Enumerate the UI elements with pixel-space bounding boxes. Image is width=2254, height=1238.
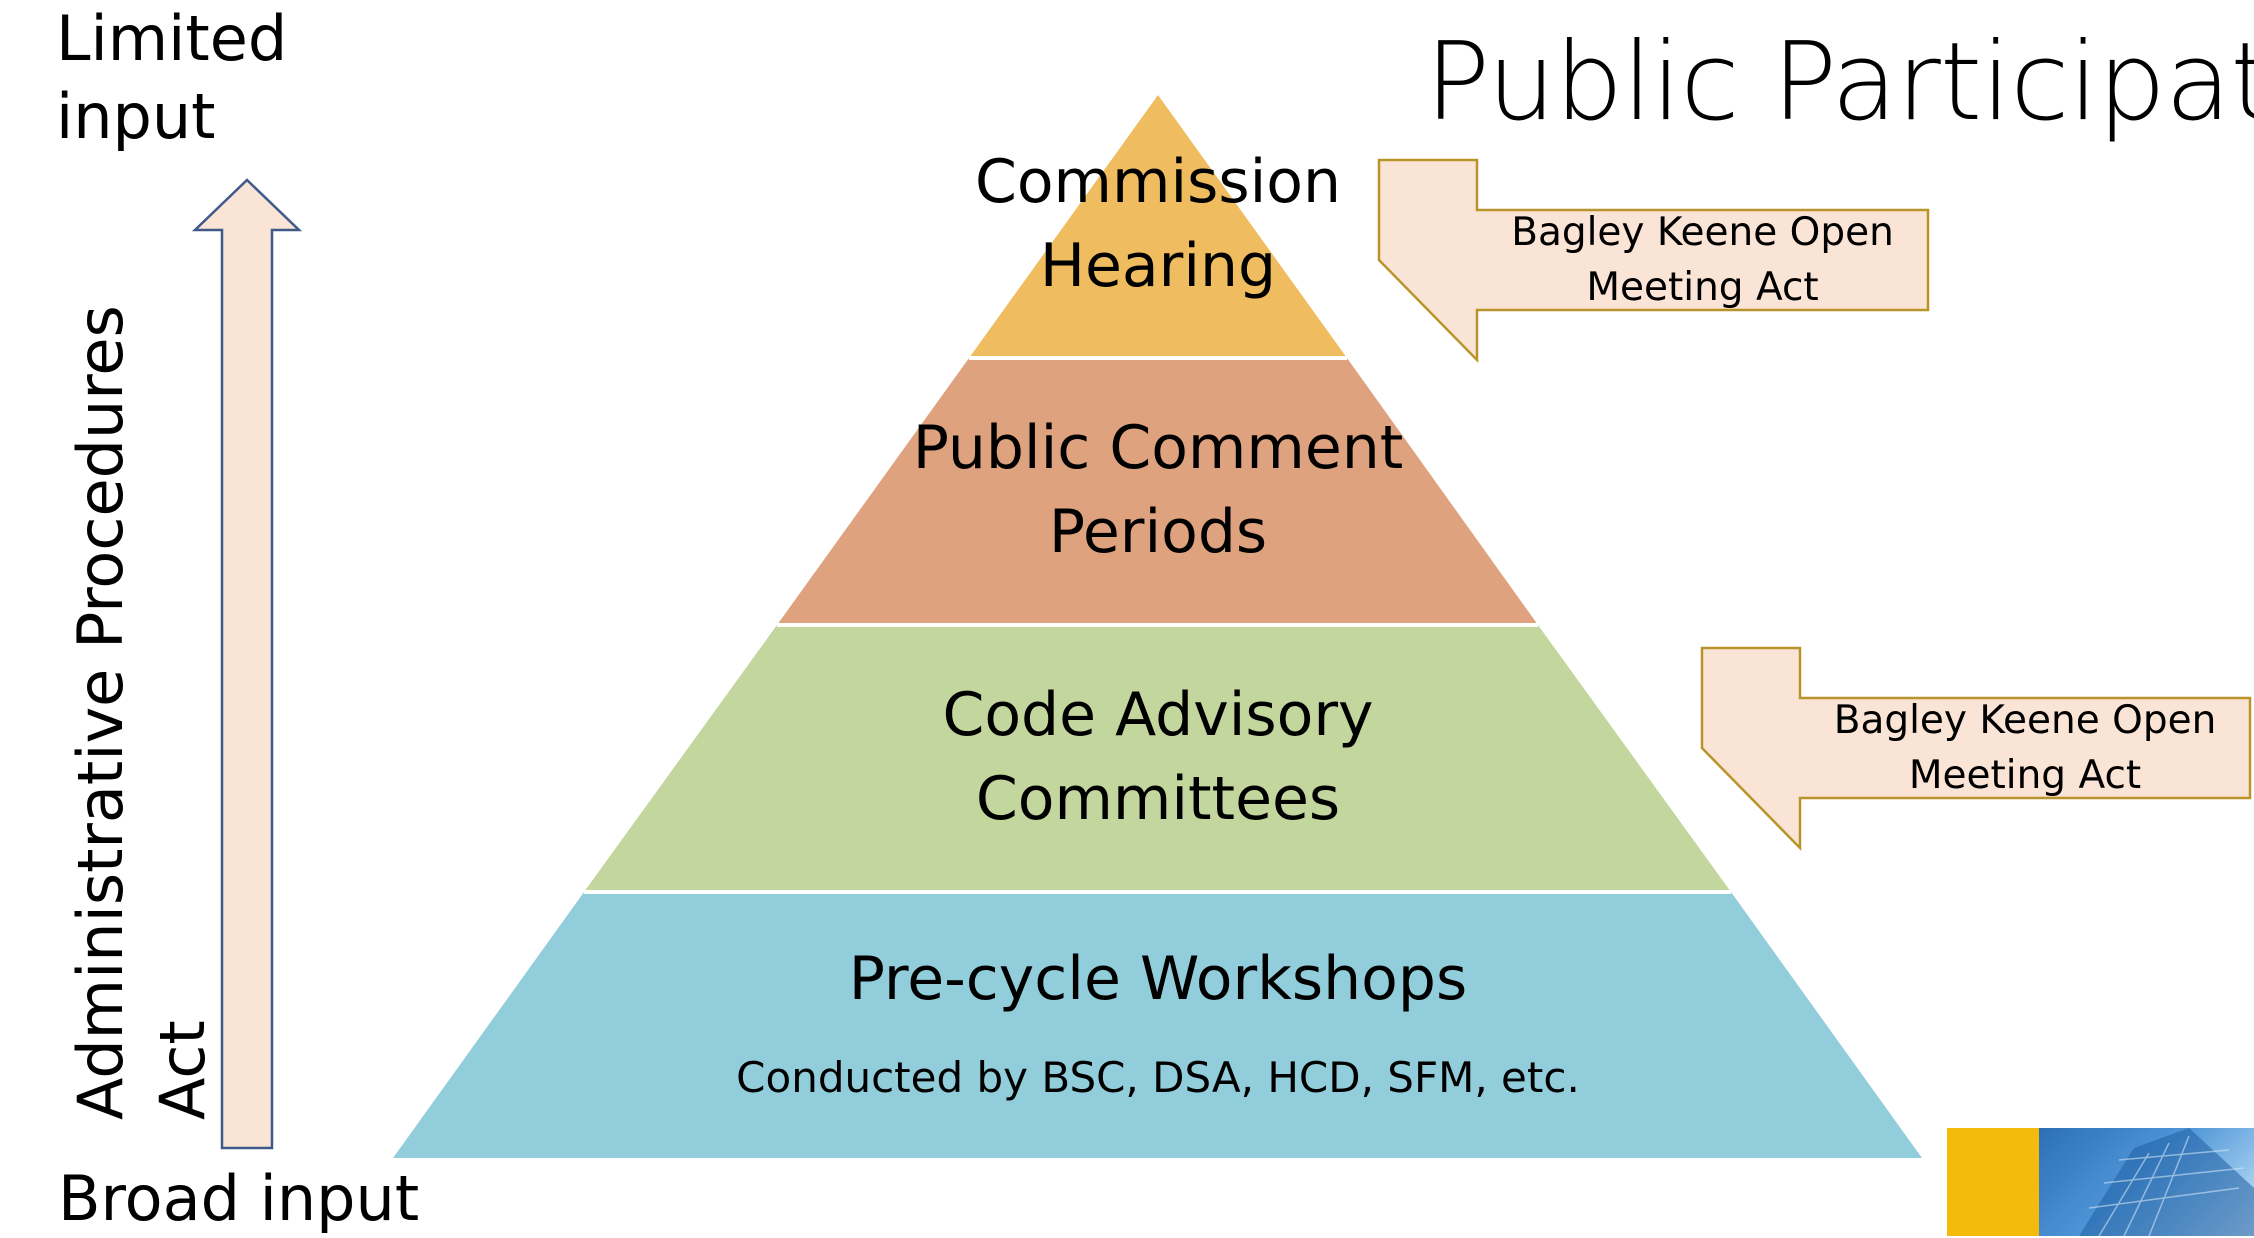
building-photo-icon bbox=[2079, 1128, 2254, 1236]
apa-label-line: Administrative Procedures bbox=[64, 305, 137, 1120]
tier-code-advisory-committees bbox=[584, 625, 1731, 892]
tier-label-line: Code Advisory bbox=[942, 680, 1374, 750]
callout-text-line: Meeting Act bbox=[1586, 264, 1819, 310]
callout-arrow-bottom bbox=[1700, 646, 2252, 852]
vertical-up-arrow bbox=[191, 178, 303, 1150]
limited-input-label-line: input bbox=[56, 79, 216, 153]
tier-label-public-comment-periods: Public Comment Periods bbox=[808, 406, 1508, 574]
tier-label-line: Commission bbox=[974, 147, 1342, 217]
administrative-procedures-act-label: Administrative Procedures Act bbox=[60, 305, 224, 1120]
callout-text-line: Meeting Act bbox=[1908, 752, 2142, 798]
tier-label-code-advisory-committees: Code Advisory Committees bbox=[808, 673, 1508, 841]
tier-label-line: Committees bbox=[975, 764, 1341, 834]
limited-input-label-line: Limited bbox=[56, 2, 288, 75]
tier-label-line: Public Comment bbox=[912, 413, 1404, 483]
apa-label-line: Act bbox=[145, 1020, 219, 1120]
callout-text-top: Bagley Keene Open Meeting Act bbox=[1477, 206, 1928, 315]
corner-building-photo bbox=[2039, 1128, 2254, 1236]
tier-label-line: Periods bbox=[1048, 497, 1268, 567]
tier-label-pre-cycle-workshops: Pre-cycle Workshops bbox=[758, 937, 1558, 1021]
broad-input-label: Broad input bbox=[58, 1162, 420, 1235]
tier-label-line: Pre-cycle Workshops bbox=[848, 944, 1468, 1014]
tier-commission-hearing bbox=[969, 95, 1347, 358]
limited-input-label: Limited input bbox=[56, 0, 287, 155]
tier-label-commission-hearing: Commission Hearing bbox=[858, 140, 1458, 308]
callout-arrow-top bbox=[1377, 158, 1930, 364]
callout-text-line: Bagley Keene Open bbox=[1833, 698, 2217, 743]
corner-yellow-block bbox=[1947, 1128, 2039, 1236]
corner-photo-image bbox=[1947, 1128, 2254, 1236]
callout-text-bottom: Bagley Keene Open Meeting Act bbox=[1800, 694, 2250, 803]
tier-pre-cycle-workshops bbox=[393, 892, 1922, 1158]
callout-text-line: Bagley Keene Open bbox=[1511, 210, 1894, 255]
tier-sublabel-conducted-by: Conducted by BSC, DSA, HCD, SFM, etc. bbox=[736, 1053, 1580, 1102]
slide-title: Public Participatio bbox=[1425, 20, 2254, 145]
tier-public-comment-periods bbox=[777, 358, 1538, 625]
tier-label-line: Hearing bbox=[1039, 231, 1277, 301]
